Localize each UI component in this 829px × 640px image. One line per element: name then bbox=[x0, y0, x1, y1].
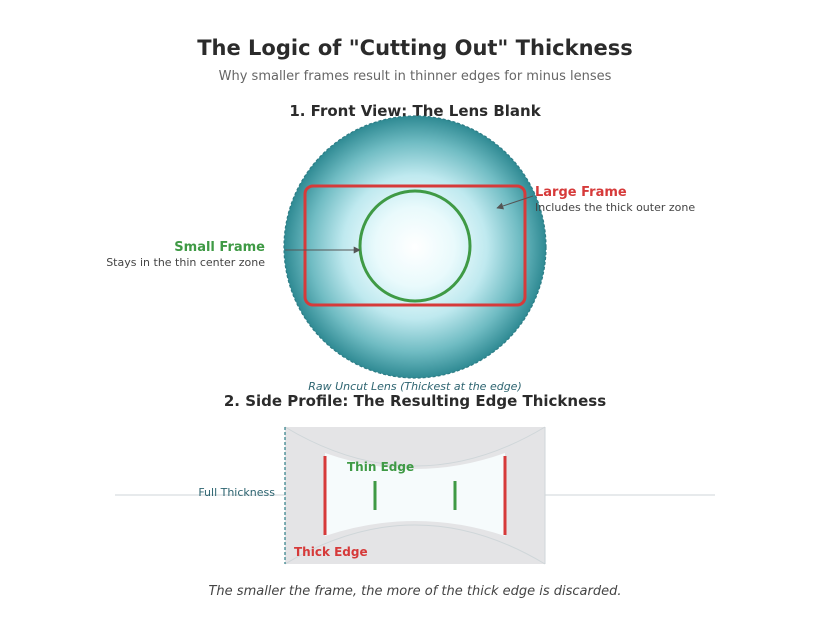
thin-edge-label: Thin Edge bbox=[347, 460, 414, 474]
side-profile-heading: 2. Side Profile: The Resulting Edge Thic… bbox=[224, 392, 606, 410]
small-frame-label: Small Frame bbox=[174, 240, 265, 255]
top-concave-surface bbox=[284, 426, 546, 467]
lens-caption: Raw Uncut Lens (Thickest at the edge) bbox=[308, 380, 521, 393]
lens-blank bbox=[283, 115, 547, 379]
large-frame-label: Large Frame bbox=[535, 185, 627, 200]
page-title: The Logic of "Cutting Out" Thickness bbox=[197, 36, 633, 60]
full-thickness-label: Full Thickness bbox=[198, 486, 275, 499]
small-frame bbox=[358, 189, 472, 303]
large-frame-arrow bbox=[496, 195, 534, 210]
bottom-concave-surface bbox=[284, 524, 546, 565]
bottom-caption: The smaller the frame, the more of the t… bbox=[208, 584, 621, 599]
thick-edge-label: Thick Edge bbox=[294, 545, 368, 559]
small-frame-desc: Stays in the thin center zone bbox=[106, 256, 265, 269]
large-frame bbox=[303, 184, 527, 307]
inner-cut-region bbox=[325, 453, 505, 536]
large-frame-desc: Includes the thick outer zone bbox=[535, 201, 695, 214]
page-subtitle: Why smaller frames result in thinner edg… bbox=[219, 69, 612, 84]
front-view-heading: 1. Front View: The Lens Blank bbox=[289, 102, 541, 120]
